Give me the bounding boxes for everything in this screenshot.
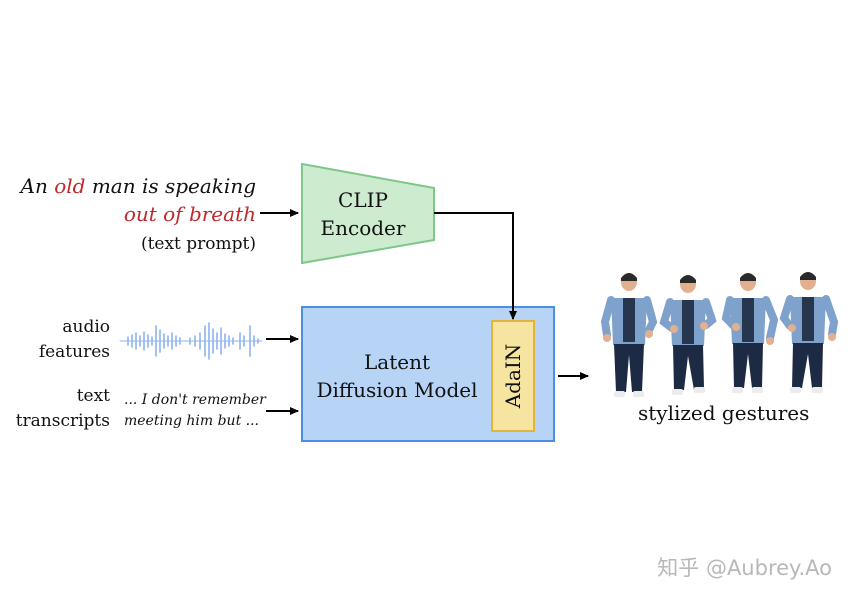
text-prompt-caption: (text prompt) [140, 234, 256, 254]
text-label-line-2: transcripts [15, 411, 110, 431]
latent-diffusion-label: Latent Diffusion Model [306, 348, 488, 404]
clip-encoder-label: CLIP Encoder [302, 186, 424, 242]
adain-label: AdaIN [501, 343, 525, 409]
text-transcripts-label: text transcripts [16, 384, 110, 434]
transcript-line-2: meeting him but ... [124, 413, 260, 429]
ldm-label-line-1: Latent [364, 350, 430, 374]
clip-label-line-2: Encoder [320, 216, 406, 240]
gesture-figure-1 [600, 273, 658, 397]
stylized-gestures-label: stylized gestures [638, 401, 810, 425]
gesture-figure-4 [779, 272, 839, 393]
clip-to-adain-arrow [434, 212, 517, 320]
text-prompt-line-1: An old man is speaking [20, 174, 256, 198]
clip-label-line-1: CLIP [338, 188, 388, 212]
adain-block [491, 320, 535, 432]
audio-label-line-2: features [38, 342, 110, 362]
audio-label-line-1: audio [62, 317, 110, 337]
transcript-line-1: ... I don't remember [124, 392, 266, 408]
gesture-figure-2 [659, 275, 717, 395]
audio-features-label: audio features [39, 315, 110, 365]
prompt-highlight-old: old [54, 174, 86, 198]
text-prompt-line-2: out of breath [123, 202, 256, 226]
gesture-figure-3 [721, 273, 779, 393]
audio-waveform-icon [119, 322, 263, 360]
text-label-line-1: text [76, 386, 110, 406]
clip-encoder-block [301, 162, 435, 265]
transcript-excerpt: ... I don't remember meeting him but ... [124, 390, 266, 432]
ldm-label-line-2: Diffusion Model [316, 378, 478, 402]
watermark: 知乎 @Aubrey.Ao [657, 556, 832, 580]
